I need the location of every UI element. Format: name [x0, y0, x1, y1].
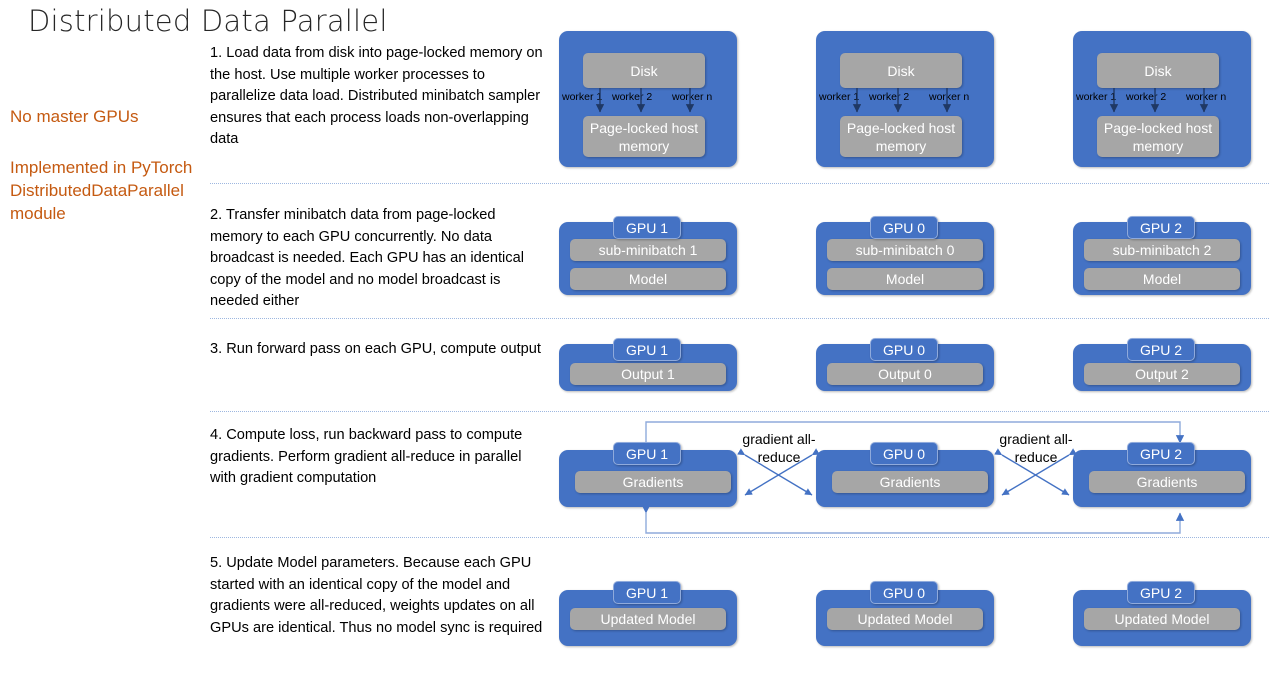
note-no-master-gpus: No master GPUs: [10, 107, 139, 126]
separator-4: [210, 537, 1269, 538]
row3-gpu-tab-col1: GPU 1: [613, 338, 681, 361]
row2-model-col2: Model: [827, 268, 983, 290]
row4-gradients-col2: Gradients: [832, 471, 988, 493]
note-implemented-in-pytorch: Implemented in PyTorch DistributedDataPa…: [10, 158, 193, 223]
row4-gpu-tab-col3: GPU 2: [1127, 442, 1195, 465]
row1-disk-col1: Disk: [583, 53, 705, 88]
row1-worker-label-n-col3: worker n: [1186, 91, 1227, 103]
separator-1: [210, 183, 1269, 184]
row5-updated-model-col1: Updated Model: [570, 608, 726, 630]
row3-gpu-tab-col3: GPU 2: [1127, 338, 1195, 361]
row5-gpu-tab-col2: GPU 0: [870, 581, 938, 604]
step-5-description: 5. Update Model parameters. Because each…: [210, 555, 543, 636]
row3-output-col3: Output 2: [1084, 363, 1240, 385]
row1-worker-label-1-col3: worker 1: [1076, 91, 1117, 103]
allreduce-label-right: gradient all-reduce: [999, 431, 1073, 465]
row5-updated-model-col2: Updated Model: [827, 608, 983, 630]
row5-gpu-tab-col3: GPU 2: [1127, 581, 1195, 604]
row1-disk-col3: Disk: [1097, 53, 1219, 88]
row2-sub-minibatch-col3: sub-minibatch 2: [1084, 239, 1240, 261]
separator-3: [210, 411, 1269, 412]
row1-host-memory-col1: Page-locked host memory: [583, 116, 705, 157]
separator-2: [210, 318, 1269, 319]
row2-gpu-tab-col1: GPU 1: [613, 216, 681, 239]
row2-model-col3: Model: [1084, 268, 1240, 290]
row1-worker-label-n-col1: worker n: [672, 91, 713, 103]
step-4-description: 4. Compute loss, run backward pass to co…: [210, 427, 523, 486]
row1-worker-label-2-col2: worker 2: [869, 91, 910, 103]
row2-gpu-tab-col3: GPU 2: [1127, 216, 1195, 239]
row1-worker-label-2-col3: worker 2: [1126, 91, 1167, 103]
step-3-description: 3. Run forward pass on each GPU, compute…: [210, 341, 541, 357]
row2-gpu-tab-col2: GPU 0: [870, 216, 938, 239]
row4-gradients-col1: Gradients: [575, 471, 731, 493]
row1-disk-col2: Disk: [840, 53, 962, 88]
row1-host-memory-col2: Page-locked host memory: [840, 116, 962, 157]
allreduce-label-left: gradient all-reduce: [742, 431, 816, 465]
row4-gpu-tab-col1: GPU 1: [613, 442, 681, 465]
row2-model-col1: Model: [570, 268, 726, 290]
row1-worker-label-1-col2: worker 1: [819, 91, 860, 103]
row1-worker-label-2-col1: worker 2: [612, 91, 653, 103]
row5-gpu-tab-col1: GPU 1: [613, 581, 681, 604]
page-title: Distributed Data Parallel: [28, 4, 388, 38]
allreduce-top-loop: [641, 421, 1185, 451]
row1-worker-label-n-col2: worker n: [929, 91, 970, 103]
row3-output-col2: Output 0: [827, 363, 983, 385]
row3-output-col1: Output 1: [570, 363, 726, 385]
row1-worker-label-1-col1: worker 1: [562, 91, 603, 103]
step-1-description: 1. Load data from disk into page-locked …: [210, 45, 543, 147]
row5-updated-model-col3: Updated Model: [1084, 608, 1240, 630]
row4-gradients-col3: Gradients: [1089, 471, 1245, 493]
row2-sub-minibatch-col1: sub-minibatch 1: [570, 239, 726, 261]
row4-gpu-tab-col2: GPU 0: [870, 442, 938, 465]
row3-gpu-tab-col2: GPU 0: [870, 338, 938, 361]
step-2-description: 2. Transfer minibatch data from page-loc…: [210, 207, 524, 309]
row2-sub-minibatch-col2: sub-minibatch 0: [827, 239, 983, 261]
allreduce-bottom-loop: [641, 505, 1185, 534]
row1-host-memory-col3: Page-locked host memory: [1097, 116, 1219, 157]
